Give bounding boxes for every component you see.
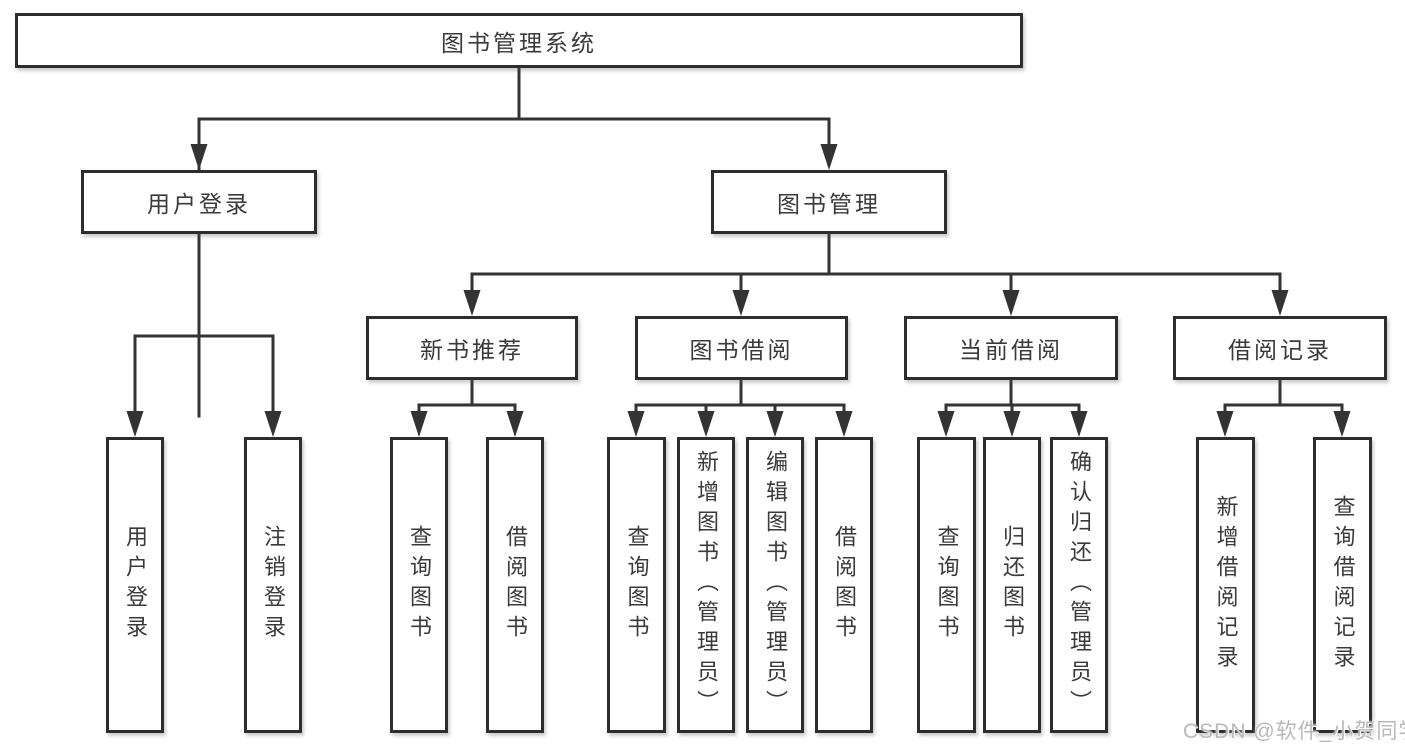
arrow-down-icon (1070, 411, 1088, 437)
node-label: 查询图书 (934, 525, 960, 645)
node-label: 借阅图书 (503, 525, 528, 645)
node-label: 图书管理 (777, 191, 881, 217)
node-label: 用户登录 (123, 525, 148, 645)
node-label: 新书推荐 (420, 337, 524, 363)
node-label: 查询图书 (624, 525, 650, 645)
node-label: 用户登录 (147, 191, 251, 217)
node-label: 归还图书 (1000, 525, 1025, 645)
csdn-watermark: CSDN @软件_小贺同学 (1183, 720, 1405, 743)
arrow-down-icon (627, 411, 645, 437)
arrow-down-icon (1002, 290, 1020, 316)
arrow-down-icon (506, 411, 524, 437)
node-label: 新增借阅记录 (1213, 495, 1239, 675)
branch-root (190, 66, 838, 418)
branch-new-book-recommendation (410, 378, 524, 437)
arrow-down-icon (1271, 290, 1289, 316)
leaf-edit-books-admin: 编辑图书（管理员） (746, 437, 804, 733)
leaf-query-books-recommend: 查询图书 (390, 437, 448, 733)
arrow-down-icon (1216, 411, 1234, 437)
leaf-add-books-admin: 新增图书（管理员） (677, 437, 735, 733)
arrow-down-icon (732, 290, 750, 316)
branch-book-borrowing (627, 378, 853, 437)
branch-borrowing-records (1216, 378, 1351, 437)
arrow-down-icon (835, 411, 853, 437)
leaf-borrow-books-borrowing: 借阅图书 (815, 437, 873, 733)
node-new-book-recommendation: 新书推荐 (366, 316, 578, 380)
leaf-return-books: 归还图书 (983, 437, 1041, 733)
node-label: 编辑图书（管理员） (763, 450, 788, 720)
leaf-confirm-return-admin: 确认归还（管理员） (1050, 437, 1108, 733)
node-label: 图书借阅 (689, 337, 794, 363)
arrow-down-icon (1333, 411, 1351, 437)
branch-current-borrowing (937, 378, 1088, 437)
leaf-add-borrow-record: 新增借阅记录 (1196, 437, 1255, 733)
arrow-down-icon (937, 411, 955, 437)
arrow-down-icon (126, 411, 144, 437)
node-label: 查询借阅记录 (1330, 495, 1356, 675)
node-label: 确认归还（管理员） (1067, 450, 1092, 720)
node-label: 当前借阅 (959, 337, 1063, 363)
node-library-management-system: 图书管理系统 (15, 13, 1023, 68)
node-borrowing-records: 借阅记录 (1173, 316, 1387, 380)
branch-user-login (126, 232, 282, 437)
leaf-user-login: 用户登录 (106, 437, 164, 733)
arrow-down-icon (820, 144, 838, 170)
leaf-query-books-borrowing: 查询图书 (607, 437, 666, 733)
node-user-login: 用户登录 (81, 170, 317, 234)
arrow-down-icon (410, 411, 428, 437)
node-label: 注销登录 (261, 525, 286, 645)
arrow-down-icon (190, 144, 208, 170)
node-label: 借阅图书 (832, 525, 857, 645)
node-label: 查询图书 (407, 525, 432, 645)
arrow-down-icon (463, 290, 481, 316)
arrow-down-icon (697, 411, 715, 437)
leaf-query-books-current: 查询图书 (917, 437, 976, 733)
node-label: 图书管理系统 (441, 29, 597, 56)
node-current-borrowing: 当前借阅 (904, 316, 1118, 380)
node-label: 借阅记录 (1228, 337, 1332, 363)
node-label: 新增图书（管理员） (694, 450, 719, 720)
arrow-down-icon (766, 411, 784, 437)
leaf-borrow-books-recommend: 借阅图书 (486, 437, 544, 733)
arrow-down-icon (1003, 411, 1021, 437)
leaf-query-borrow-record: 查询借阅记录 (1313, 437, 1372, 733)
arrow-down-icon (264, 411, 282, 437)
branch-book-management (463, 232, 1289, 316)
node-book-borrowing: 图书借阅 (635, 316, 848, 380)
node-book-management: 图书管理 (711, 170, 947, 234)
leaf-logout-login: 注销登录 (244, 437, 302, 733)
